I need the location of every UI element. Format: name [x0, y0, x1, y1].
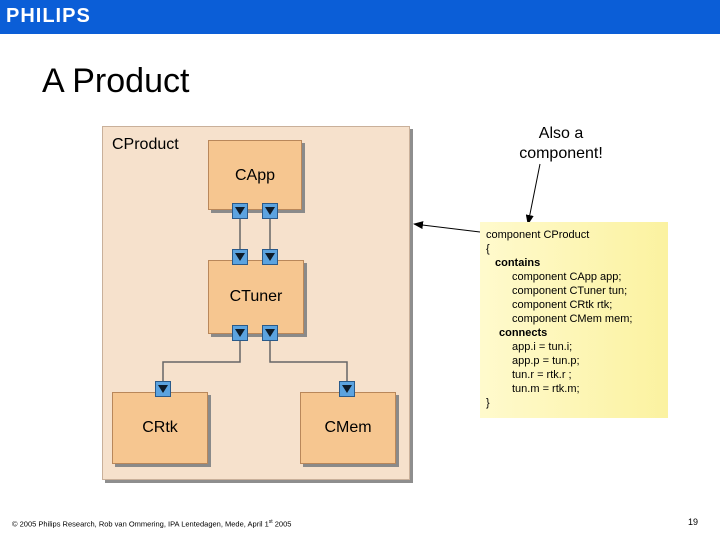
- code-listing: component CProduct { contains component …: [480, 222, 668, 418]
- slide-title: A Product: [42, 62, 190, 100]
- component-ctuner-label: CTuner: [229, 288, 283, 305]
- code-line: app.i = tun.i;: [512, 341, 573, 353]
- footer-copyright-text: © 2005 Philips Research, Rob van Ommerin…: [12, 519, 269, 529]
- footer-copyright-sup: st: [268, 519, 273, 525]
- code-line: component CProduct: [486, 229, 590, 241]
- link-arrow: [413, 221, 481, 233]
- code-line: component CTuner tun;: [512, 285, 628, 297]
- port-icon: [232, 249, 248, 265]
- callout-arrow: [525, 163, 541, 225]
- connector-tuner-mem: [269, 341, 348, 381]
- port-icon: [339, 381, 355, 397]
- port-icon: [262, 249, 278, 265]
- code-line: connects: [486, 326, 662, 340]
- code-line: tun.m = rtk.m;: [512, 383, 580, 395]
- code-line: component CApp app;: [512, 271, 622, 283]
- footer-copyright: © 2005 Philips Research, Rob van Ommerin…: [12, 519, 291, 529]
- component-capp-label: CApp: [234, 167, 276, 184]
- component-crtk-label: CRtk: [142, 419, 178, 436]
- code-line: component CMem mem;: [512, 313, 633, 325]
- component-cmem-label: CMem: [324, 419, 372, 436]
- port-icon: [262, 203, 278, 219]
- code-line: contains: [486, 256, 662, 270]
- port-icon: [232, 325, 248, 341]
- port-icon: [262, 325, 278, 341]
- footer-copyright-year: 2005: [272, 519, 292, 529]
- port-icon: [155, 381, 171, 397]
- code-line: component CRtk rtk;: [512, 299, 613, 311]
- component-ctuner: CTuner: [208, 260, 304, 334]
- code-keyword: connects: [499, 327, 548, 339]
- component-crtk: CRtk: [112, 392, 208, 464]
- callout-text: Also a component!: [519, 125, 603, 162]
- code-keyword: contains: [495, 257, 541, 269]
- code-line: }: [486, 397, 490, 409]
- code-line: {: [486, 243, 490, 255]
- header-bar: PHILIPS: [0, 0, 720, 34]
- component-capp: CApp: [208, 140, 302, 210]
- connector-tuner-rtk: [162, 341, 241, 381]
- philips-logo: PHILIPS: [6, 5, 91, 27]
- code-line: app.p = tun.p;: [512, 355, 580, 367]
- component-cmem: CMem: [300, 392, 396, 464]
- port-icon: [232, 203, 248, 219]
- page-number: 19: [688, 517, 699, 527]
- code-line: tun.r = rtk.r ;: [512, 369, 572, 381]
- cproduct-label: CProduct: [112, 136, 179, 153]
